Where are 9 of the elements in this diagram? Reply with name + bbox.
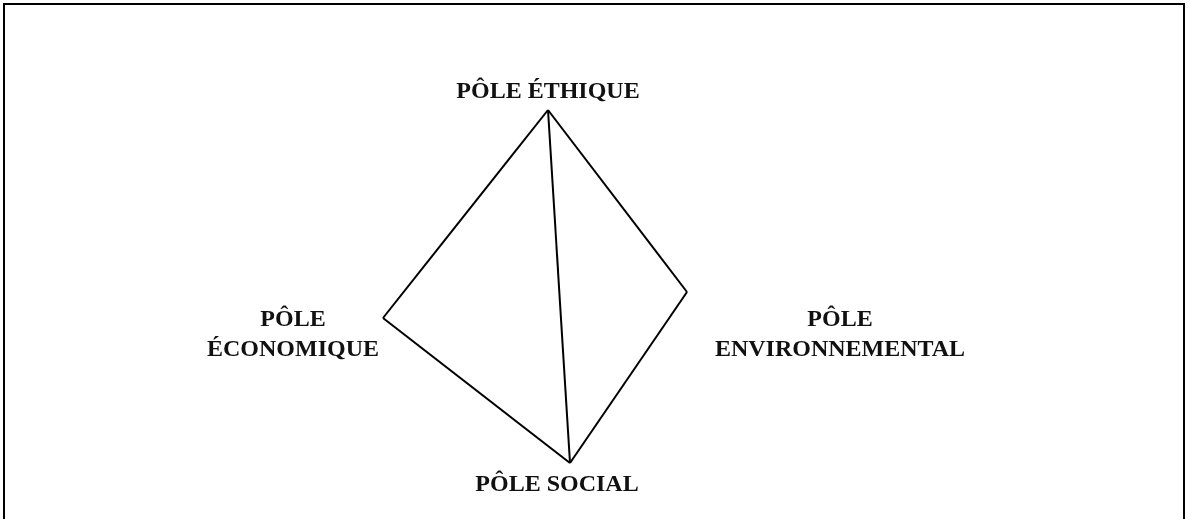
edge-line [569, 291, 688, 464]
pole-label: PÔLE SOCIAL [470, 468, 644, 498]
edge-line [382, 317, 571, 464]
edge-line [382, 109, 549, 319]
pole-label: PÔLE ÉTHIQUE [400, 75, 696, 105]
pole-label: PÔLE ENVIRONNEMENTAL [690, 303, 990, 363]
pole-label: PÔLE ÉCONOMIQUE [190, 303, 396, 363]
edge-line [547, 109, 688, 293]
edge-line [547, 109, 571, 464]
